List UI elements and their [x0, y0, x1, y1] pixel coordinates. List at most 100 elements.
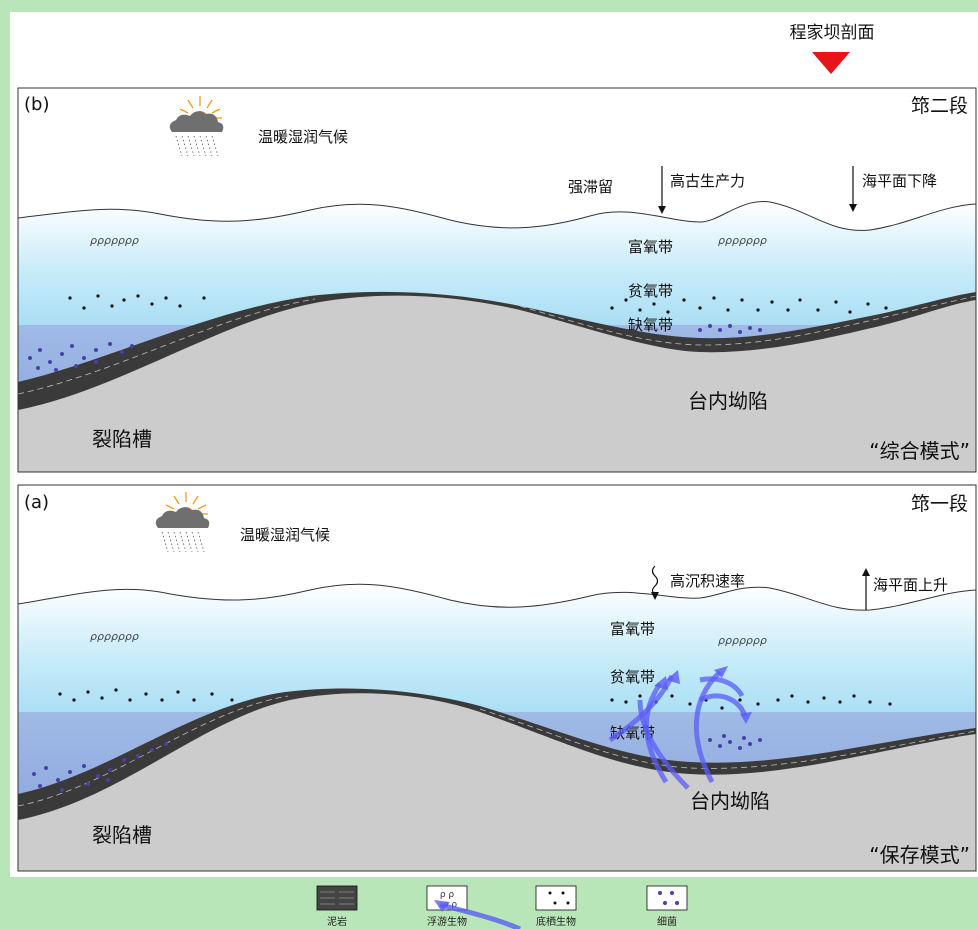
panel-b-climate: 温暖湿润气候 [258, 128, 348, 146]
panel-b-model: “综合模式” [869, 439, 970, 463]
benthos-dot [816, 308, 820, 312]
panel-b-retention: 强滞留 [568, 178, 613, 196]
bacteria-dot [738, 330, 742, 334]
benthos-dot [790, 694, 794, 698]
benthos-dot [176, 690, 180, 694]
benthos-dot [888, 702, 892, 706]
bacteria-dot [82, 764, 86, 768]
panel-b-stage: 筇二段 [911, 95, 968, 117]
panel-b-plankton-left: ρρρρρρρ [90, 234, 139, 247]
legend-bacteria: 细菌 [646, 885, 688, 928]
profile-marker-triangle [812, 52, 850, 74]
panel-b-zone-oxic: 富氧带 [628, 238, 673, 256]
benthos-dot [58, 692, 62, 696]
bacteria-dot [718, 744, 722, 748]
panel-a-sedimentation-arrow [651, 565, 659, 595]
benthos-dot [740, 298, 744, 302]
bacteria-dot [28, 356, 32, 360]
panel-b-label: (b) [24, 94, 49, 115]
panel-a-border [17, 484, 977, 872]
benthos-dot [720, 706, 724, 710]
benthos-dot [712, 296, 716, 300]
benthos-dot [144, 692, 148, 696]
benthos-dot [110, 304, 114, 308]
benthos-dot [136, 294, 140, 298]
panel-a-depression: 台内坳陷 [690, 789, 770, 813]
bacteria-dot [748, 326, 752, 330]
legend-plankton-glyph-top: ρ ρ [440, 890, 455, 900]
benthos-dot [100, 696, 104, 700]
bacteria-dot [698, 328, 702, 332]
benthos-dot [178, 304, 182, 308]
benthos-dot [756, 308, 760, 312]
bacteria-dot [70, 344, 74, 348]
bacteria-dot [32, 772, 36, 776]
bacteria-dot [130, 344, 134, 348]
benthos-dot [86, 690, 90, 694]
panel-a-model: “保存模式” [869, 843, 970, 867]
benthos-dot [638, 308, 642, 312]
bacteria-dot [742, 736, 746, 740]
bacteria-dot [718, 328, 722, 332]
panel-b-border [17, 87, 977, 473]
benthos-dot [202, 296, 206, 300]
benthos-dot [82, 306, 86, 310]
panel-b-plankton-right: ρρρρρρρ [718, 234, 767, 247]
benthos-dot [838, 700, 842, 704]
benthos-dot [210, 692, 214, 696]
benthos-dot [798, 298, 802, 302]
bacteria-dot [60, 352, 64, 356]
panel-b-bedrock [18, 295, 976, 472]
panel-b-productivity-arrowhead [658, 206, 666, 214]
panel-a-zone-dysoxic: 贫氧带 [610, 668, 655, 686]
bacteria-dot [106, 778, 110, 782]
benthos-dot [72, 698, 76, 702]
panel-b-sealevel-arrowhead [849, 204, 857, 212]
benthos-dot [96, 294, 100, 298]
panel-b-trough: 裂陷槽 [92, 427, 152, 451]
bacteria-dot [150, 748, 154, 752]
bacteria-dot [96, 774, 100, 778]
legend-mudstone-label: 泥岩 [327, 915, 347, 928]
panel-a-sedimentation-arrowhead [651, 592, 659, 600]
legend-overlay-arrow [439, 902, 522, 929]
panel-a-trough: 裂陷槽 [92, 823, 152, 847]
panel-a-bedrock [18, 693, 976, 871]
panel-a-bacteria [32, 734, 762, 792]
bacteria-dot [758, 738, 762, 742]
bacteria-dot [708, 324, 712, 328]
benthos-dot [230, 698, 234, 702]
panel-a-sealevel-arrowhead [862, 568, 870, 576]
panel-b-benthos-dots [68, 294, 888, 314]
benthos-dot [698, 306, 702, 310]
benthos-dot [624, 700, 628, 704]
panel-a-sedimentation: 高沉积速率 [670, 572, 745, 590]
benthos-dot [114, 688, 118, 692]
benthos-dot [834, 300, 838, 304]
panel-a-circulation-arrows [608, 670, 748, 790]
bacteria-dot [60, 788, 64, 792]
benthos-dot [624, 298, 628, 302]
benthos-dot [670, 694, 674, 698]
bacteria-dot [738, 746, 742, 750]
bacteria-dot [122, 758, 126, 762]
benthos-dot [150, 302, 154, 306]
panel-b: (b) 筇二段 温暖湿润气候 强滞留 高古生产力 海平面下降 ρρρρρρρ ρ… [17, 88, 977, 472]
benthos-dot [868, 700, 872, 704]
bacteria-dot [38, 348, 42, 352]
benthos-dot [610, 698, 614, 702]
legend-plankton-label: 浮游生物 [427, 915, 467, 928]
bacteria-dot [82, 356, 86, 360]
bacteria-dot [74, 364, 78, 368]
benthos-dot [726, 308, 730, 312]
bacteria-dot [94, 348, 98, 352]
benthos-dot [852, 694, 856, 698]
benthos-dot [770, 300, 774, 304]
benthos-dot [128, 698, 132, 702]
benthos-dot [68, 296, 72, 300]
benthos-dot [786, 308, 790, 312]
panel-b-zone-anoxic: 缺氧带 [628, 316, 673, 334]
bacteria-dot [44, 766, 48, 770]
panel-a-mudstone-lines [17, 695, 977, 807]
